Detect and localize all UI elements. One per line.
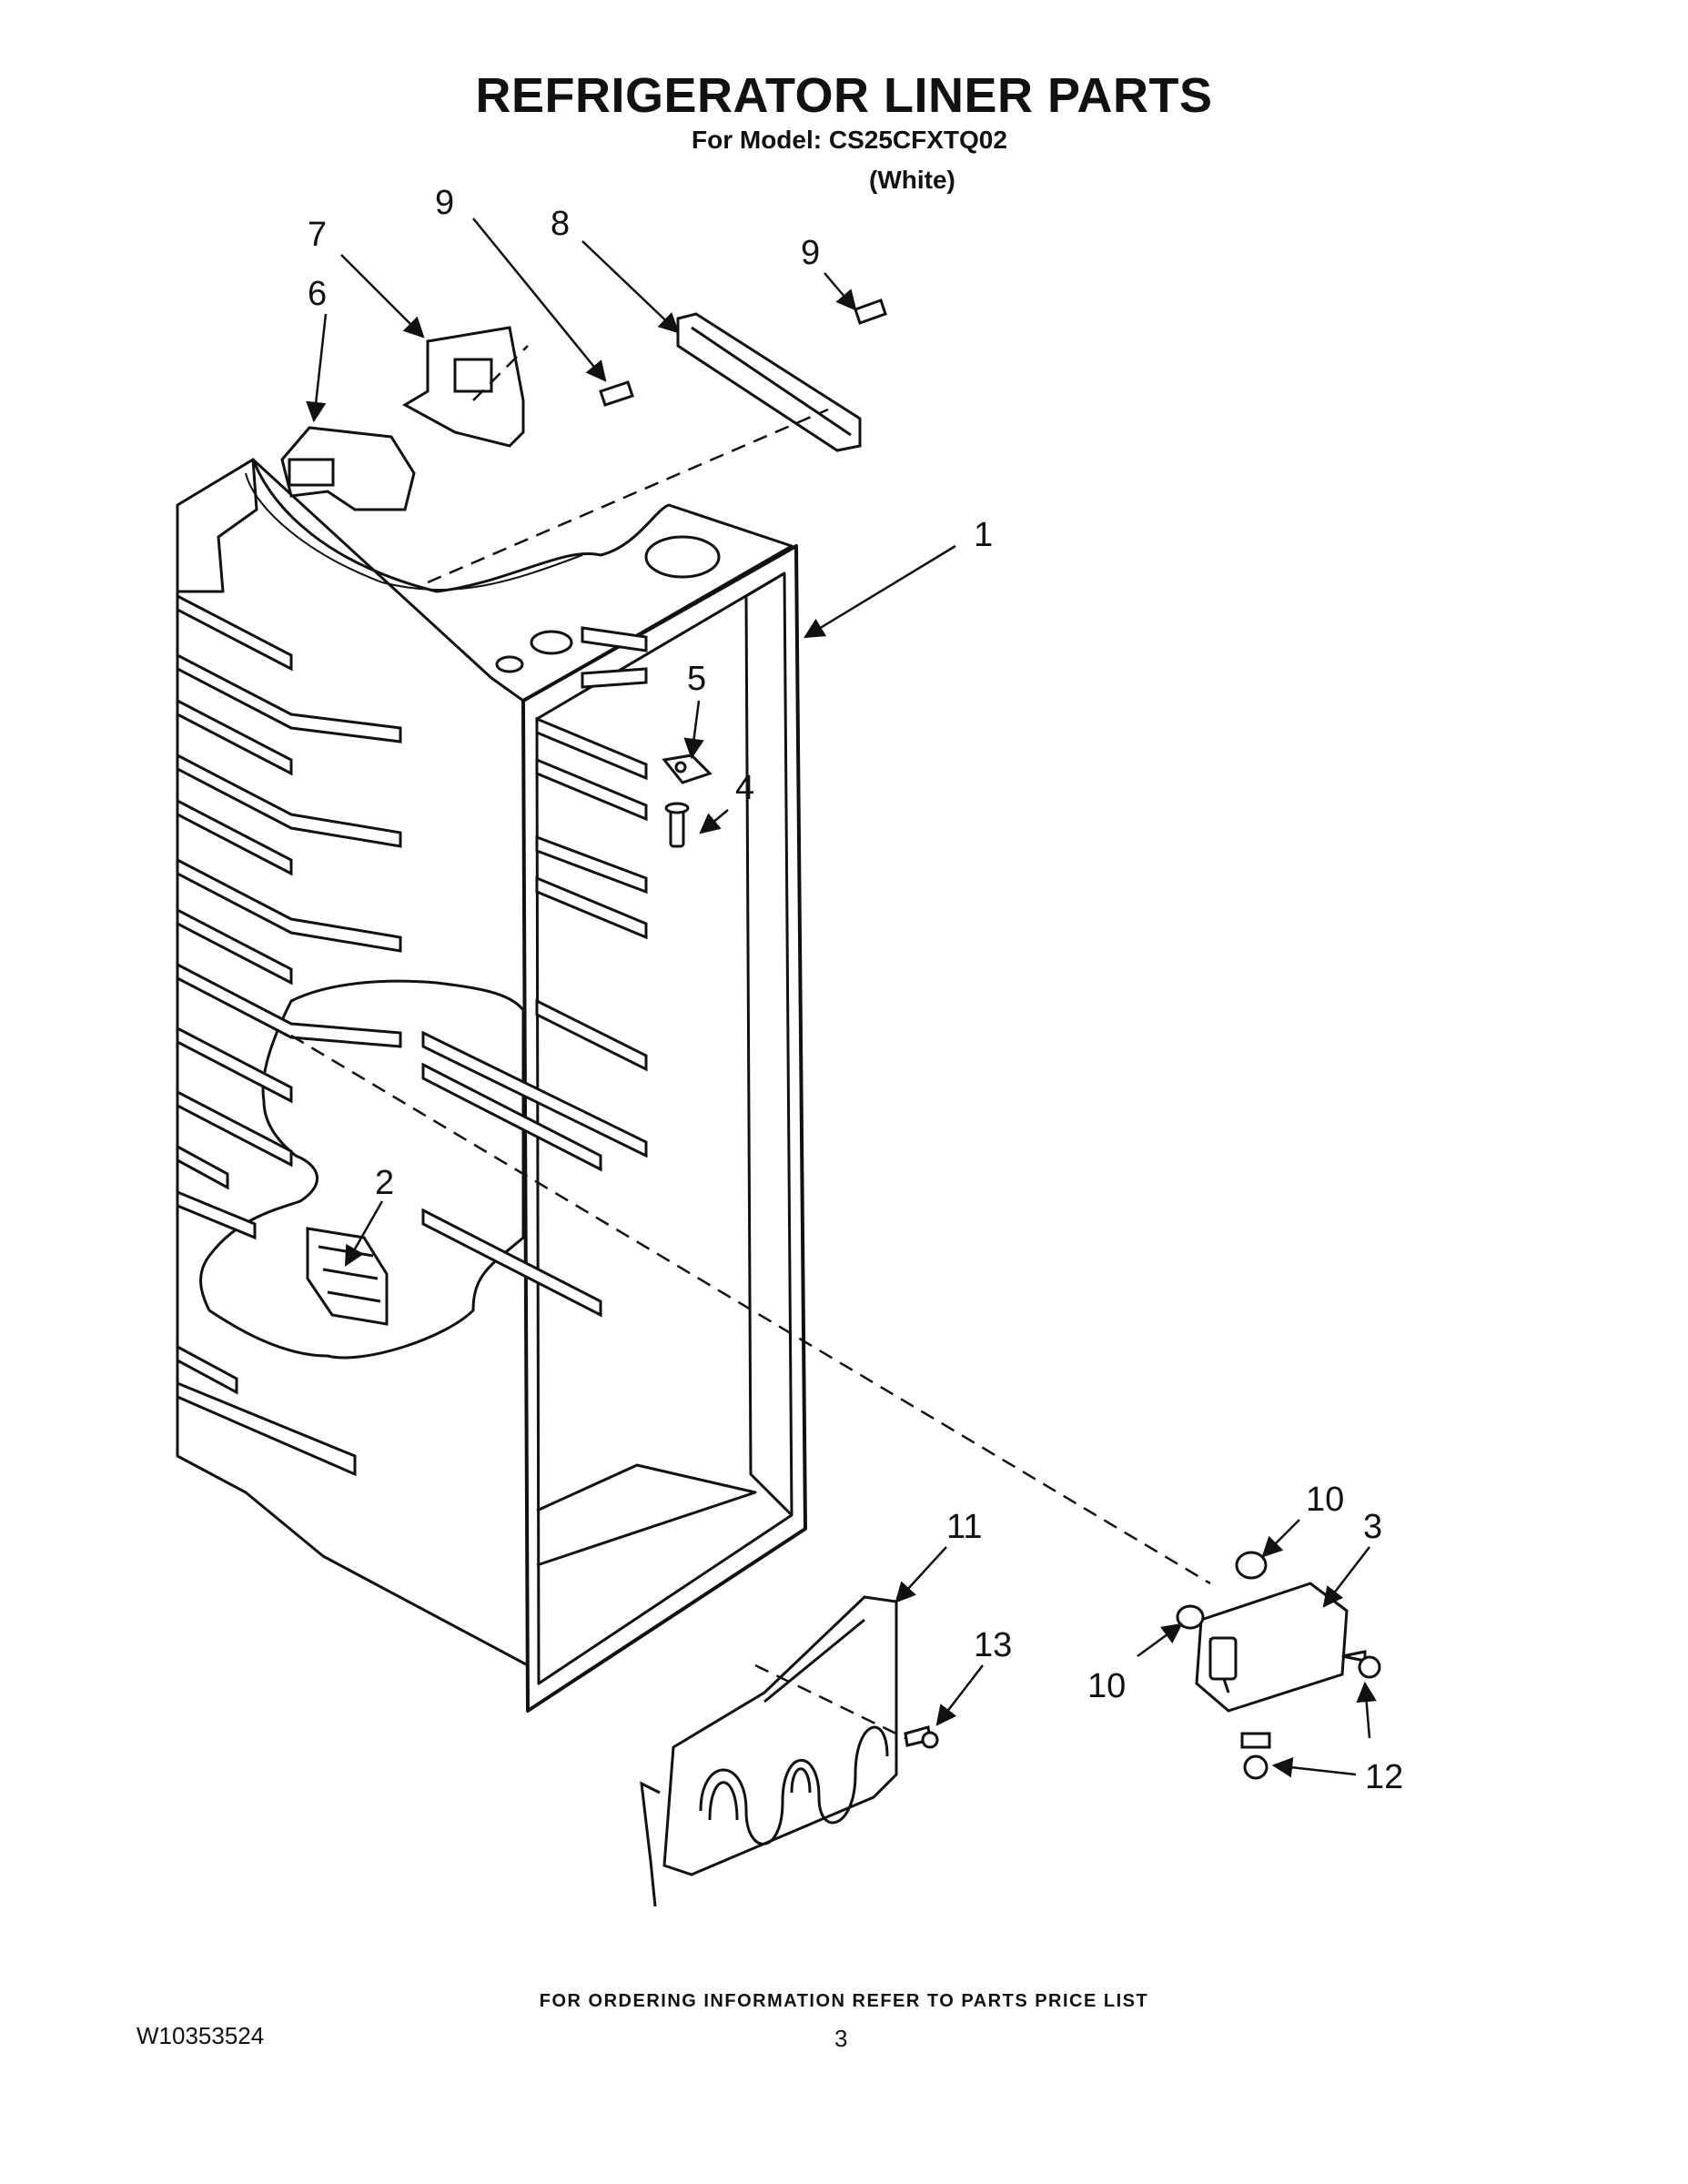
callout-13: 13 [974, 1626, 1012, 1664]
part-9-screws [599, 298, 887, 407]
model-line: For Model: CS25CFXTQ02 [692, 126, 1007, 154]
callout-7: 7 [308, 216, 327, 254]
part-6-housing [280, 426, 416, 511]
callout-3: 3 [1363, 1508, 1382, 1546]
callout-12: 12 [1365, 1758, 1403, 1796]
callout-6: 6 [308, 275, 327, 313]
callout-10-top: 10 [1306, 1481, 1344, 1519]
variant-label: (White) [869, 166, 955, 194]
callout-9-left: 9 [435, 184, 454, 222]
part-11-heater [640, 1595, 898, 1907]
callout-1: 1 [974, 516, 993, 554]
page-title: REFRIGERATOR LINER PARTS [475, 68, 1213, 123]
callout-numbers: 1 2 3 4 5 6 7 8 9 9 10 10 11 12 13 [308, 184, 1403, 1796]
document-number: W10353524 [136, 2022, 265, 2049]
left-shelf-ribs [176, 593, 402, 1477]
part-5-clip [662, 753, 713, 784]
part-3-housing [1195, 1582, 1349, 1713]
part-13-screw [904, 1725, 939, 1749]
right-shelf-ribs [421, 626, 648, 1318]
part-12-bolt [1240, 1650, 1381, 1780]
callout-leaders [306, 217, 1377, 1778]
part-8-rail [676, 312, 862, 452]
part-10-grommets [1176, 1551, 1268, 1630]
callout-10-bottom: 10 [1087, 1667, 1126, 1705]
callout-4: 4 [735, 769, 754, 807]
callout-2: 2 [375, 1164, 394, 1202]
callout-8: 8 [551, 205, 570, 243]
ordering-note: FOR ORDERING INFORMATION REFER TO PARTS … [539, 1991, 1149, 2011]
page-number: 3 [834, 2025, 848, 2052]
alignment-lines [290, 345, 1211, 1740]
part-7-bracket [401, 326, 525, 448]
callout-11: 11 [946, 1508, 982, 1546]
callout-9-right: 9 [801, 234, 820, 272]
callout-5: 5 [687, 660, 706, 698]
part-4-screw [664, 802, 690, 848]
